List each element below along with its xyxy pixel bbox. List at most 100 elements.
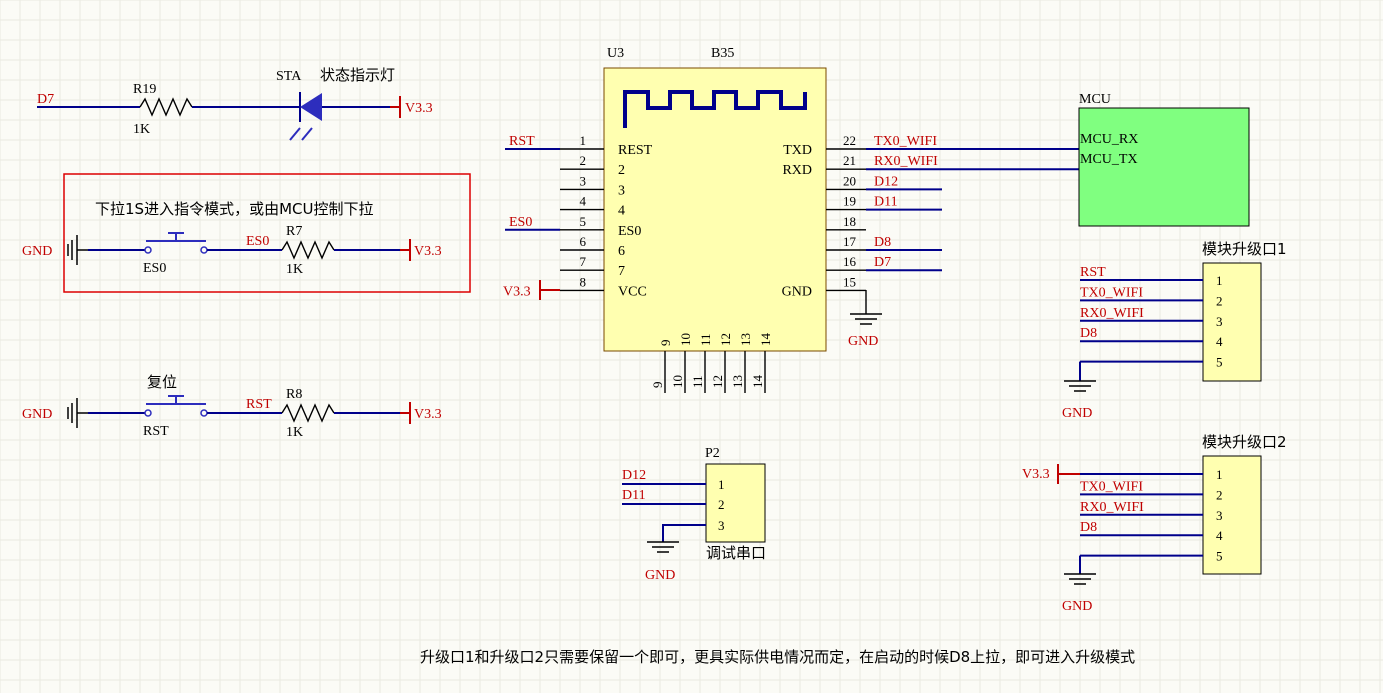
net-label: D8 bbox=[874, 235, 891, 250]
pin-number: 3 bbox=[1216, 508, 1223, 523]
pin-name: GND bbox=[782, 284, 812, 299]
pin-number: 11 bbox=[690, 375, 705, 388]
pin-name: 9 bbox=[658, 340, 673, 347]
pin-number: 9 bbox=[650, 382, 665, 389]
pin-name: 13 bbox=[738, 333, 753, 346]
net-label: TX0_WIFI bbox=[1080, 479, 1143, 494]
wire bbox=[662, 524, 706, 542]
p2-net-d11: D11 bbox=[622, 488, 646, 503]
net-label: TX0_WIFI bbox=[874, 134, 937, 149]
upgrade2-body bbox=[1202, 455, 1262, 575]
led-arrow bbox=[289, 127, 301, 141]
power-v33: V3.3 bbox=[503, 284, 531, 299]
u3-module: U3 B35 1RESTRST2233445ES0ES066778VCCV3.3… bbox=[503, 46, 1079, 393]
pin-number: 4 bbox=[1216, 528, 1223, 543]
pin-number: 12 bbox=[710, 375, 725, 388]
rst-circuit: 复位 GND RST RST R8 1K V3.3 bbox=[22, 373, 442, 440]
net-label: RX0_WIFI bbox=[874, 154, 938, 169]
pin-number: 5 bbox=[1216, 549, 1223, 564]
switch-es0: ES0 bbox=[143, 261, 166, 276]
pin-number: 20 bbox=[843, 173, 856, 188]
pin-number: 7 bbox=[580, 254, 587, 269]
resistor-r8 bbox=[281, 403, 335, 423]
switch-contact bbox=[144, 246, 152, 254]
pin-number: 19 bbox=[843, 194, 856, 209]
upgrade1-title: 模块升级口1 bbox=[1202, 240, 1287, 258]
pin-name: 6 bbox=[618, 244, 625, 259]
mcu-body bbox=[1078, 107, 1250, 227]
power-v33: V3.3 bbox=[405, 101, 433, 116]
p2-net-d12: D12 bbox=[622, 468, 646, 483]
p2-pin: 3 bbox=[718, 518, 725, 533]
pin-name: REST bbox=[618, 143, 653, 158]
pin-number: 1 bbox=[1216, 467, 1223, 482]
ref-r19: R19 bbox=[133, 82, 156, 97]
pin-name: RXD bbox=[782, 163, 812, 178]
pin-name: 14 bbox=[758, 333, 773, 347]
pin-number: 15 bbox=[843, 274, 856, 289]
p2-connector: P2 D12 D11 1 2 3 GND 调试串口 bbox=[622, 446, 766, 583]
net-label: RST bbox=[509, 134, 535, 149]
net-label: D12 bbox=[874, 174, 898, 189]
net-label: D8 bbox=[1080, 326, 1097, 341]
footnote: 升级口1和升级口2只需要保留一个即可，更具实际供电情况而定，在启动的时候D8上拉… bbox=[420, 648, 1135, 666]
pin-number: 17 bbox=[843, 234, 857, 249]
value-r19: 1K bbox=[133, 122, 150, 137]
gnd-label: GND bbox=[22, 244, 52, 259]
gnd-label: GND bbox=[848, 334, 878, 349]
net-label: RX0_WIFI bbox=[1080, 306, 1144, 321]
net-label: D11 bbox=[874, 195, 898, 210]
p2-ref: P2 bbox=[705, 446, 720, 461]
net-label: D8 bbox=[1080, 520, 1097, 535]
switch-rst: RST bbox=[143, 424, 169, 439]
power-v33: V3.3 bbox=[414, 244, 442, 259]
pin-number: 8 bbox=[580, 274, 587, 289]
u3-body bbox=[603, 67, 827, 352]
net-label: ES0 bbox=[509, 215, 532, 230]
pin-number: 13 bbox=[730, 375, 745, 388]
pin-number: 4 bbox=[580, 194, 587, 209]
pin-number: 18 bbox=[843, 214, 856, 229]
pin-name: TXD bbox=[783, 143, 812, 158]
pin-number: 1 bbox=[580, 133, 587, 148]
net-label-rst: RST bbox=[246, 397, 272, 412]
pin-number: 3 bbox=[1216, 314, 1223, 329]
pin-name: 3 bbox=[618, 183, 625, 198]
pin-name: 4 bbox=[618, 204, 625, 219]
ref-r8: R8 bbox=[286, 387, 302, 402]
net-label-d7: D7 bbox=[37, 92, 54, 107]
pin-name: ES0 bbox=[618, 224, 641, 239]
pin-name: 2 bbox=[618, 163, 625, 178]
switch-contact bbox=[200, 246, 208, 254]
pin-number: 2 bbox=[1216, 293, 1223, 308]
p2-pin: 2 bbox=[718, 497, 725, 512]
mcu-title: MCU bbox=[1079, 92, 1111, 107]
p2-pin: 1 bbox=[718, 477, 725, 492]
led-symbol bbox=[300, 93, 322, 121]
pin-number: 2 bbox=[1216, 487, 1223, 502]
pin-number: 22 bbox=[843, 133, 856, 148]
pin-number: 1 bbox=[1216, 273, 1223, 288]
power-v33: V3.3 bbox=[414, 407, 442, 422]
pin-name: 7 bbox=[618, 264, 625, 279]
note-box bbox=[63, 173, 471, 293]
value-r7: 1K bbox=[286, 262, 303, 277]
led-arrow bbox=[301, 127, 313, 141]
net-label: RST bbox=[1080, 265, 1106, 280]
rst-caption: 复位 bbox=[147, 373, 177, 391]
pin-name: 11 bbox=[698, 333, 713, 346]
resistor-r7 bbox=[281, 240, 335, 260]
pin-number: 5 bbox=[580, 214, 587, 229]
value-r8: 1K bbox=[286, 425, 303, 440]
net-label: D7 bbox=[874, 255, 891, 270]
net-label-es0: ES0 bbox=[246, 234, 269, 249]
ref-r7: R7 bbox=[286, 224, 302, 239]
pin-name: 12 bbox=[718, 333, 733, 346]
upgrade1-body bbox=[1202, 262, 1262, 382]
pin-number: 4 bbox=[1216, 334, 1223, 349]
pin-number: 6 bbox=[580, 234, 587, 249]
